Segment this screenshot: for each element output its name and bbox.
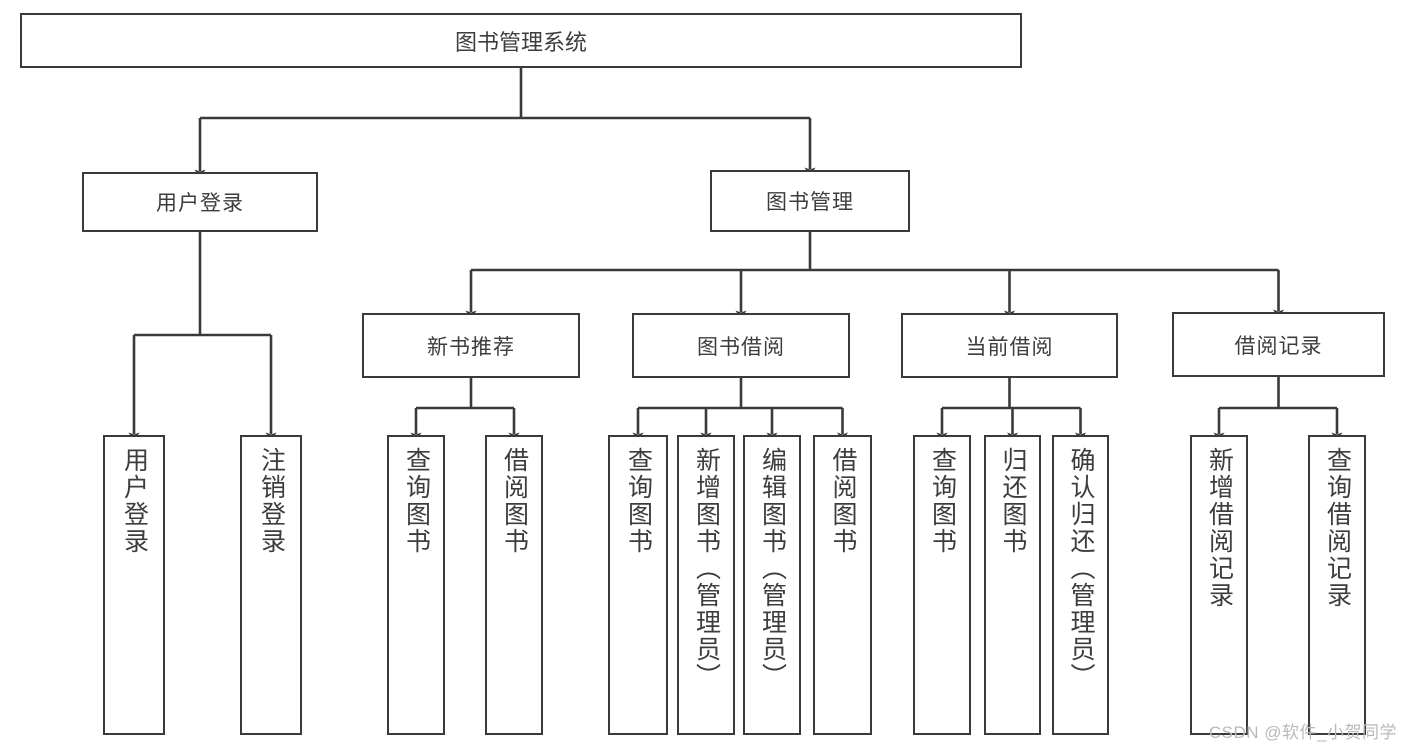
leaf-user-login[interactable]: 用户登录	[103, 435, 165, 735]
leaf-current-confirm-return[interactable]: 确认归还（管理员）	[1052, 435, 1109, 735]
leaf-record-add-label: 新增借阅记录	[1205, 447, 1234, 609]
leaf-newbook-query-book[interactable]: 查询图书	[387, 435, 445, 735]
leaf-user-logout[interactable]: 注销登录	[240, 435, 302, 735]
node-user-login-label: 用户登录	[156, 192, 244, 215]
node-borrow-record[interactable]: 借阅记录	[1172, 312, 1385, 377]
node-current-borrow[interactable]: 当前借阅	[901, 313, 1118, 378]
leaf-borrow-lend-book[interactable]: 借阅图书	[813, 435, 872, 735]
leaf-record-query[interactable]: 查询借阅记录	[1308, 435, 1366, 735]
leaf-borrow-query-book-label: 查询图书	[624, 447, 653, 555]
leaf-user-login-label: 用户登录	[120, 447, 149, 555]
edge-paths	[128, 68, 1343, 442]
node-book-borrow[interactable]: 图书借阅	[632, 313, 850, 378]
leaf-borrow-add-book[interactable]: 新增图书（管理员）	[677, 435, 735, 735]
leaf-record-add[interactable]: 新增借阅记录	[1190, 435, 1248, 735]
leaf-user-logout-label: 注销登录	[257, 447, 286, 555]
leaf-borrow-query-book[interactable]: 查询图书	[608, 435, 668, 735]
leaf-current-return-book[interactable]: 归还图书	[984, 435, 1041, 735]
leaf-current-query-book[interactable]: 查询图书	[913, 435, 971, 735]
node-book-borrow-label: 图书借阅	[697, 335, 785, 359]
node-new-book-recommend[interactable]: 新书推荐	[362, 313, 580, 378]
watermark: CSDN @软件_小贺同学	[1208, 723, 1397, 742]
node-user-login[interactable]: 用户登录	[82, 172, 318, 232]
leaf-borrow-edit-book[interactable]: 编辑图书（管理员）	[743, 435, 801, 735]
leaf-borrow-add-book-label: 新增图书（管理员）	[692, 447, 721, 690]
leaf-borrow-edit-book-label: 编辑图书（管理员）	[758, 447, 787, 690]
leaf-current-query-book-label: 查询图书	[928, 447, 957, 555]
node-book-management[interactable]: 图书管理	[710, 170, 910, 232]
node-root[interactable]: 图书管理系统	[20, 13, 1022, 68]
node-new-book-recommend-label: 新书推荐	[427, 335, 515, 359]
leaf-newbook-borrow-book[interactable]: 借阅图书	[485, 435, 543, 735]
leaf-record-query-label: 查询借阅记录	[1323, 447, 1352, 609]
leaf-current-confirm-return-label: 确认归还（管理员）	[1067, 447, 1095, 690]
node-current-borrow-label: 当前借阅	[965, 335, 1054, 359]
leaf-newbook-query-book-label: 查询图书	[402, 447, 431, 555]
node-borrow-record-label: 借阅记录	[1234, 334, 1323, 358]
leaf-current-return-book-label: 归还图书	[999, 447, 1027, 555]
leaf-borrow-lend-book-label: 借阅图书	[829, 447, 857, 555]
leaf-newbook-borrow-book-label: 借阅图书	[500, 447, 529, 555]
node-root-label: 图书管理系统	[454, 29, 587, 55]
node-book-management-label: 图书管理	[766, 191, 854, 214]
